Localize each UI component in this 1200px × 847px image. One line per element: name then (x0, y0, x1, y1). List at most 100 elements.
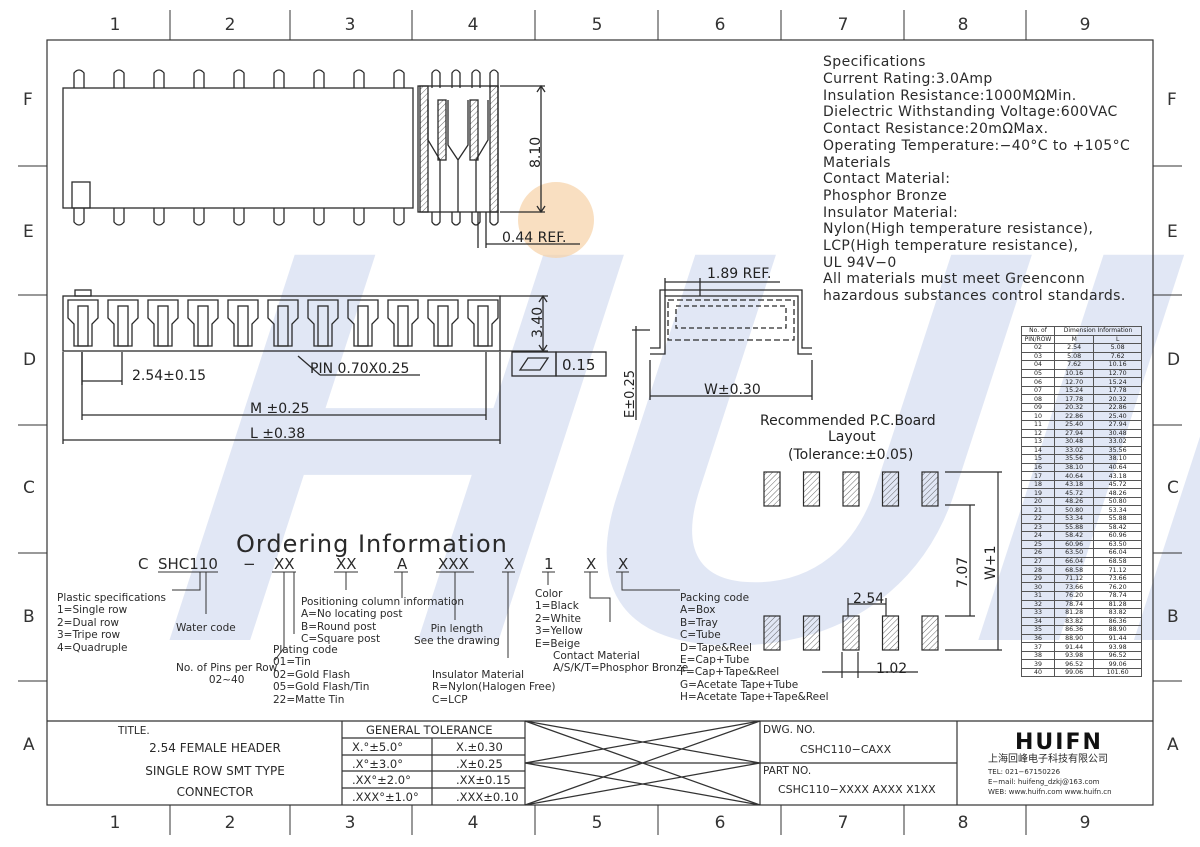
pin-bottom (313, 208, 325, 226)
table-cell: 14 (1021, 445, 1055, 456)
pin-bottom (193, 208, 205, 226)
dim-w: W±0.30 (704, 382, 761, 398)
grid-row-label: F (1167, 90, 1177, 110)
pin-top (113, 69, 125, 88)
pcb-pad (881, 615, 900, 651)
pin-bottom (353, 208, 365, 226)
grid-column-label: 5 (591, 15, 603, 35)
tolerance-cell: .X°±3.0° (352, 756, 403, 771)
pcb-title-1: Recommended P.C.Board (760, 413, 936, 429)
table-cell: 53.34 (1093, 505, 1142, 516)
contact-cell (307, 299, 339, 347)
tolerance-header: GENERAL TOLERANCE (366, 723, 493, 737)
table-cell: 17 (1021, 471, 1055, 481)
table-header-pins: No. of (1021, 326, 1055, 336)
company-logo: HUIFN (1015, 730, 1103, 755)
table-cell: 91.44 (1053, 642, 1095, 652)
dwg-label: DWG. NO. (763, 724, 816, 736)
contact-cell (67, 299, 99, 347)
table-cell: 31 (1021, 590, 1055, 601)
contact-cell (467, 299, 499, 347)
dim-pcb-w: W+1 (983, 546, 999, 580)
pin-bottom (233, 208, 245, 226)
pcb-pad (763, 615, 781, 651)
table-cell: 86.36 (1053, 625, 1095, 635)
table-cell: 88.90 (1053, 633, 1095, 644)
side-view (62, 69, 580, 248)
table-cell: 71.12 (1093, 565, 1142, 575)
table-cell: 05 (1021, 368, 1055, 379)
table-cell: 5.08 (1093, 343, 1142, 353)
spec-line: Contact Material: (823, 171, 951, 188)
grid-row-label: A (1167, 735, 1179, 755)
contact-cell (427, 299, 459, 347)
code-segment: X (586, 555, 597, 573)
spec-line: LCP(High temperature resistance), (823, 238, 1079, 254)
spec-line: Contact Resistance:20mΩMax. (823, 121, 1049, 138)
company-name: 上海回峰电子科技有限公司 (988, 754, 1108, 765)
grid-row-label: B (23, 607, 35, 627)
pin-top (73, 69, 85, 88)
table-cell: 60.96 (1093, 531, 1142, 541)
table-cell: 15 (1021, 454, 1055, 464)
table-cell: 28 (1021, 565, 1055, 575)
end-view (632, 278, 813, 420)
grid-row-label: D (1167, 350, 1181, 370)
title-line-1: 2.54 FEMALE HEADER (149, 741, 281, 755)
table-cell: 03 (1021, 351, 1055, 362)
grid-row-label: E (1167, 222, 1178, 242)
orange-dot (518, 182, 594, 258)
table-cell: 2.54 (1053, 343, 1095, 353)
table-cell: 24 (1021, 531, 1055, 541)
table-subheader-pin: PIN/ROW (1021, 334, 1055, 345)
table-cell: 18 (1021, 479, 1055, 490)
table-cell: 17.78 (1053, 394, 1095, 404)
flatness-value: 0.15 (562, 356, 595, 374)
grid-column-label: 9 (1079, 15, 1091, 35)
table-cell: 21 (1021, 505, 1055, 516)
table-cell: 48.26 (1093, 488, 1142, 498)
table-cell: 27.94 (1093, 420, 1142, 430)
pcb-pad (921, 615, 939, 651)
table-cell: 81.28 (1053, 608, 1095, 618)
title-line-2: SINGLE ROW SMT TYPE (145, 764, 285, 778)
table-cell: 43.18 (1053, 479, 1095, 490)
table-cell: 20 (1021, 496, 1055, 507)
dim-l: L ±0.38 (250, 426, 305, 442)
table-cell: 43.18 (1093, 471, 1142, 481)
company-web: WEB: www.huifn.com www.huifn.cn (988, 788, 1112, 796)
table-cell: 08 (1021, 394, 1055, 404)
table-subheader-m: M (1053, 334, 1095, 345)
table-cell: 23 (1021, 522, 1055, 533)
grid-row-label: F (23, 90, 33, 110)
table-cell: 22.86 (1093, 402, 1142, 413)
table-cell: 10.16 (1093, 360, 1142, 370)
pcb-pad (842, 471, 860, 507)
grid-column-label: 8 (957, 813, 969, 833)
grid-row-label: E (23, 222, 34, 242)
spec-heading: Specifications (823, 54, 926, 70)
table-cell: 99.06 (1053, 667, 1095, 678)
table-cell: 26 (1021, 548, 1055, 558)
contact-cell (227, 299, 259, 347)
part-number: CSHC110−XXXX AXXX X1XX (778, 783, 936, 796)
